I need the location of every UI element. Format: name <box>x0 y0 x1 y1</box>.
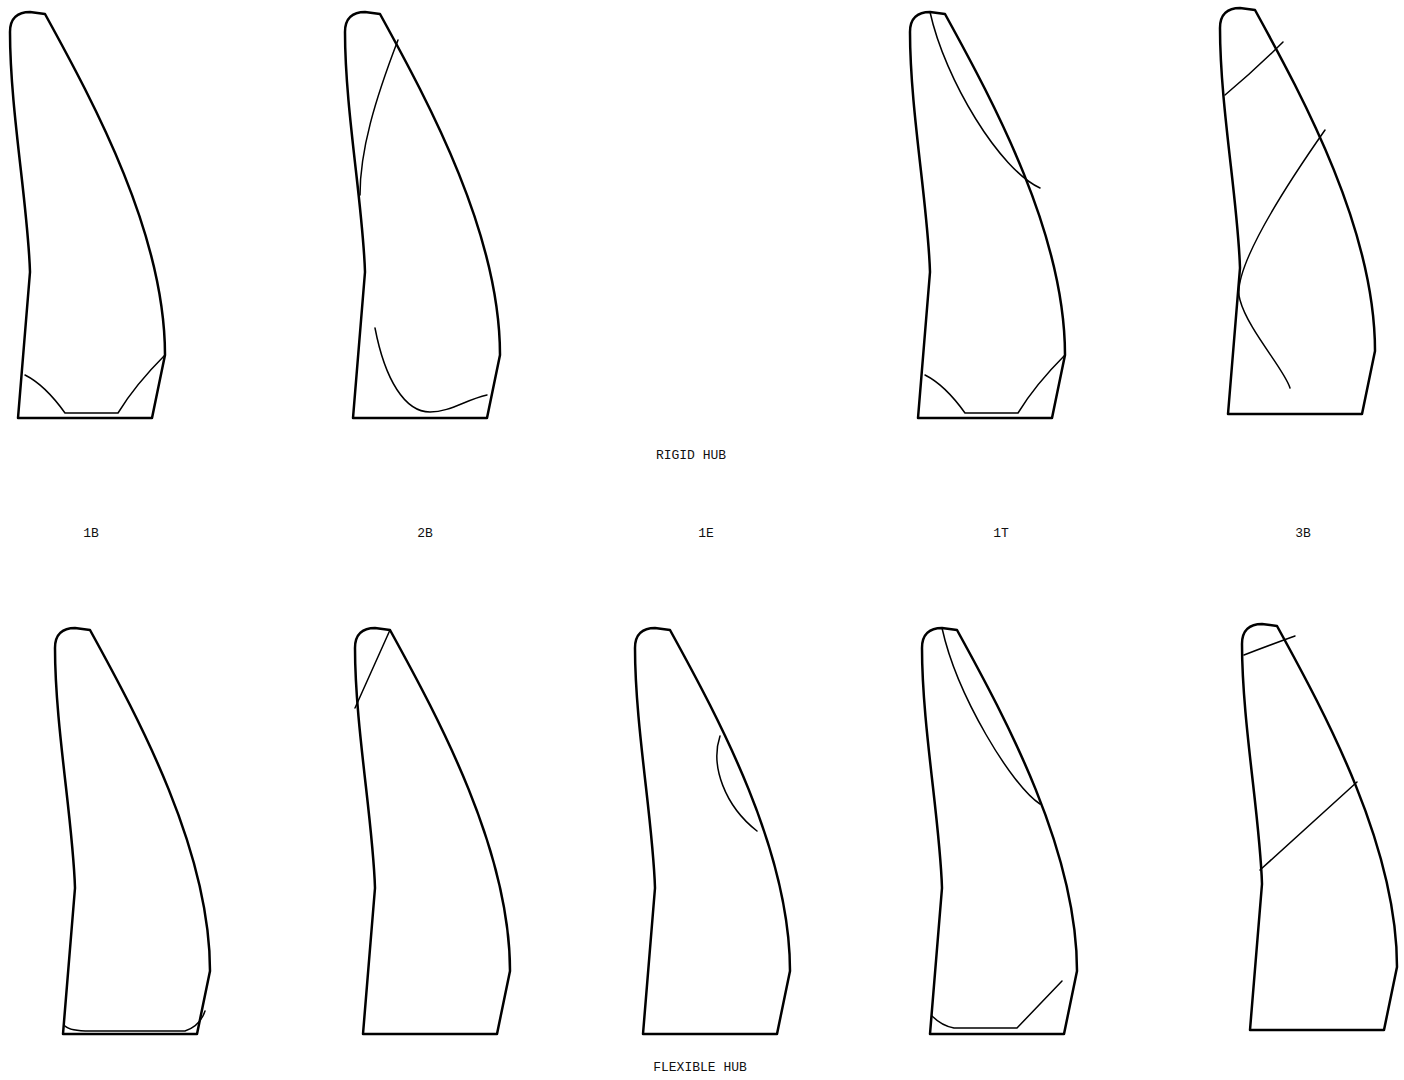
mode-label: 1T <box>993 527 1009 540</box>
blade-3b-flexible <box>1242 624 1397 1030</box>
blade-1b-rigid <box>10 12 165 418</box>
mode-label: 3B <box>1295 527 1311 540</box>
mode-label: 2B <box>417 527 433 540</box>
mode-label: 1E <box>698 527 714 540</box>
blade-2b-flexible <box>355 628 510 1034</box>
blade-1e-flexible <box>635 628 790 1034</box>
blade-1t-rigid <box>910 12 1065 418</box>
blade-2b-rigid <box>345 12 500 418</box>
mode-label: 1B <box>83 527 99 540</box>
blade-1t-flexible <box>922 628 1077 1034</box>
section-heading: FLEXIBLE HUB <box>653 1061 747 1074</box>
blade-1b-flexible <box>55 628 210 1034</box>
blade-3b-rigid <box>1220 8 1375 414</box>
section-heading: RIGID HUB <box>656 449 726 462</box>
